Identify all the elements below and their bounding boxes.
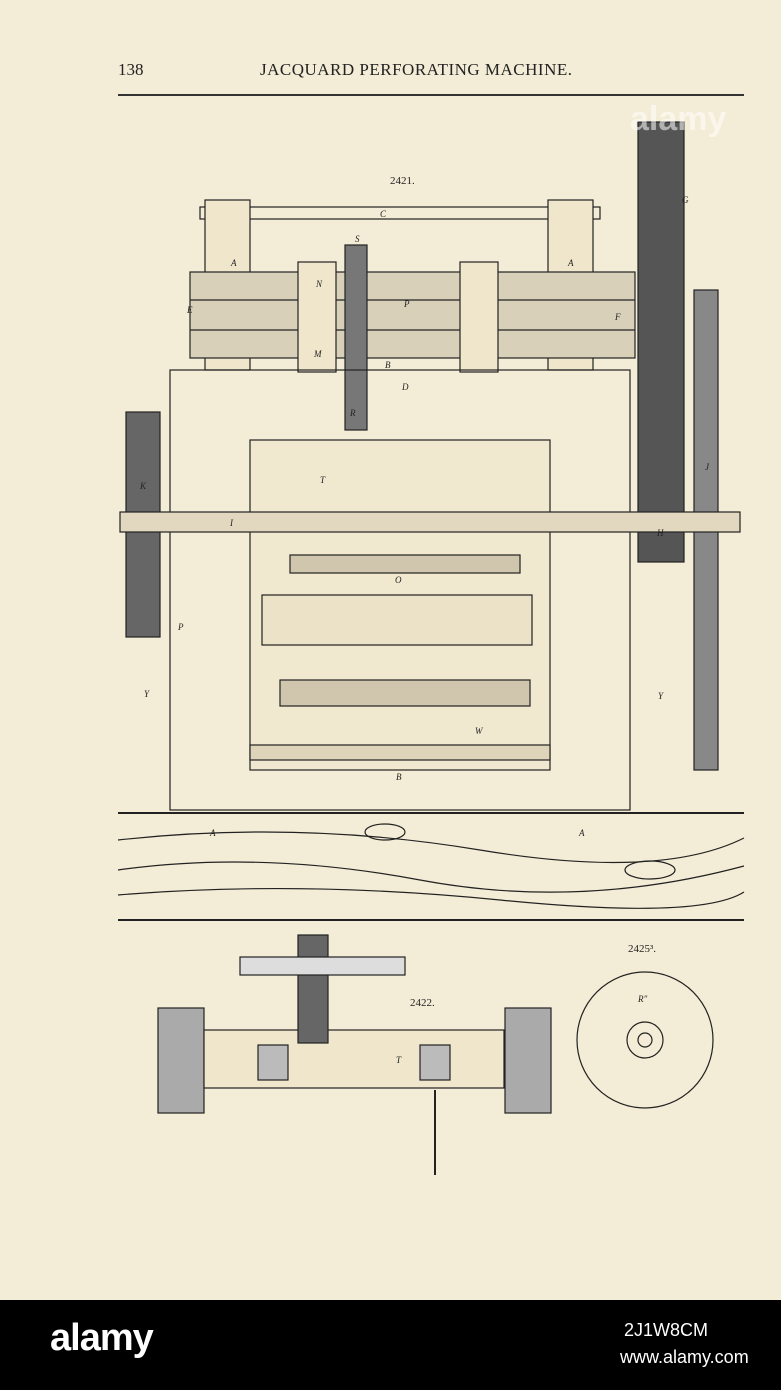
label-r: R <box>349 408 356 418</box>
label-a-right: A <box>567 258 574 268</box>
figure-number-2421: 2421. <box>390 175 415 187</box>
page-number: 138 <box>118 60 144 79</box>
book-page: 138 JACQUARD PERFORATING MACHINE. <box>0 0 781 1300</box>
watermark-logo: alamy <box>630 100 727 138</box>
label-y-left: Y <box>144 689 150 699</box>
label-p-upper: P <box>403 299 410 309</box>
label-d: D <box>401 382 409 392</box>
machine-illustration: A A C S N P M E F D G B R T K I H J O W … <box>117 121 745 1175</box>
label-r-disc: R" <box>637 994 647 1004</box>
figure-number-2425: 2425³. <box>628 943 657 955</box>
label-o: O <box>395 575 402 585</box>
footer-band <box>0 1300 781 1390</box>
label-m: M <box>313 349 322 359</box>
site-url[interactable]: www.alamy.com <box>620 1347 749 1367</box>
label-h: H <box>656 528 664 538</box>
label-y-right: Y <box>658 691 664 701</box>
label-a-floor-left: A <box>209 828 216 838</box>
label-f: F <box>614 312 621 322</box>
label-b-base: B <box>396 772 402 782</box>
label-i: I <box>229 518 234 528</box>
label-t: T <box>320 475 326 485</box>
label-t-lower: T <box>396 1055 402 1065</box>
label-n: N <box>315 279 323 289</box>
alamy-logo: alamy <box>50 1317 154 1359</box>
figure-number-2422: 2422. <box>410 997 435 1009</box>
header-rule <box>118 94 744 96</box>
page-header: 138 JACQUARD PERFORATING MACHINE. <box>118 60 744 88</box>
label-j: J <box>705 462 710 472</box>
page-title: JACQUARD PERFORATING MACHINE. <box>260 60 573 79</box>
label-g: G <box>682 195 689 205</box>
label-c: C <box>380 209 387 219</box>
label-a-left: A <box>230 258 237 268</box>
label-a-floor-right: A <box>578 828 585 838</box>
label-e: E <box>186 305 193 315</box>
label-b-upper: B <box>385 360 391 370</box>
label-k: K <box>139 481 147 491</box>
label-p-side: P <box>177 622 184 632</box>
label-s: S <box>355 234 360 244</box>
label-w: W <box>475 726 484 736</box>
image-id: 2J1W8CM <box>624 1320 709 1340</box>
